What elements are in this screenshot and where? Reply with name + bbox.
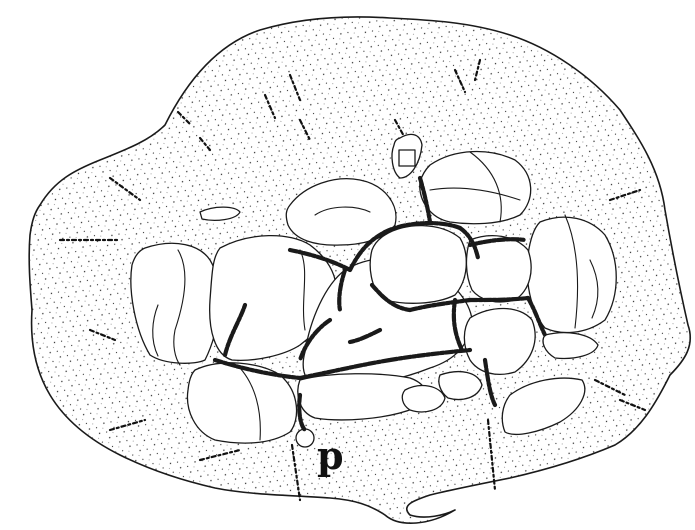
small-body-core (399, 150, 415, 166)
vesicle (370, 226, 466, 304)
figure-label-p: p (317, 437, 344, 475)
small-body (296, 429, 314, 447)
vesicle (402, 386, 445, 412)
vesicle (420, 152, 531, 224)
